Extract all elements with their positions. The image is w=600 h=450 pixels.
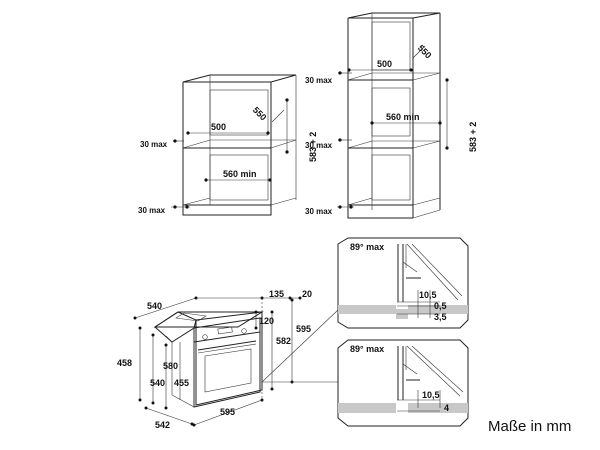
- detail-1-angle: 89° max: [350, 242, 384, 252]
- cabinet-2-depth: 550: [416, 43, 434, 61]
- detail-2-drawing: 89° max 10,5 4: [337, 339, 469, 427]
- cabinet-1-drawing: [182, 74, 297, 216]
- detail-1-drawing: 89° max 10,5 0,5 3,5: [337, 237, 469, 329]
- oven-dim-582: 582: [276, 336, 291, 346]
- oven-dim-540-left: 540: [150, 378, 165, 388]
- cabinet-1-bottom-gap: 30 max: [138, 206, 166, 215]
- detail-2-angle: 89° max: [350, 344, 384, 354]
- oven-dim-540-top: 540: [147, 301, 162, 311]
- cabinet-2-top-gap: 30 max: [305, 76, 333, 85]
- detail-1-dim-3-5: 3,5: [434, 312, 447, 322]
- cabinet-1-width-top: 500: [211, 122, 226, 132]
- detail-2-dim-4: 4: [444, 403, 449, 413]
- oven-dim-580: 580: [163, 361, 178, 371]
- oven-dim-595-right: 595: [296, 324, 311, 334]
- cabinet-1-height: 583 + 2: [308, 132, 318, 162]
- detail-2-dim-10-5: 10,5: [422, 390, 440, 400]
- cabinet-2-height: 583 + 2: [468, 122, 478, 152]
- oven-dim-20: 20: [302, 289, 312, 299]
- oven-drawing: [153, 311, 264, 408]
- oven-dim-458: 458: [117, 358, 132, 368]
- cabinet-2-width-mid: 560 min: [386, 112, 420, 122]
- cabinet-1-top-gap: 30 max: [140, 140, 168, 149]
- cabinet-2-mid-gap: 30 max: [305, 141, 333, 150]
- cabinet-1-dimensions: 500 560 min 550 583 + 2 30 max 30 max: [138, 98, 318, 215]
- cabinet-2-bottom-gap: 30 max: [305, 207, 333, 216]
- detail-1-dim-10-5: 10,5: [419, 290, 437, 300]
- oven-dimensions: 540 135 20 120 595 582 580 458 540 455 5…: [117, 289, 339, 430]
- oven-dim-120: 120: [259, 316, 274, 326]
- detail-1-dim-0-5: 0,5: [434, 301, 447, 311]
- units-caption: Maße in mm: [488, 418, 572, 435]
- oven-dim-135: 135: [269, 289, 284, 299]
- oven-dim-595-bottom: 595: [220, 407, 235, 417]
- cabinet-1-depth: 550: [251, 105, 269, 123]
- oven-dim-455: 455: [174, 378, 189, 388]
- cabinet-2-drawing: [347, 12, 441, 219]
- oven-dim-542: 542: [155, 420, 170, 430]
- cabinet-1-width-bottom: 560 min: [223, 169, 257, 179]
- cabinet-2-width-top: 500: [377, 59, 392, 69]
- cabinet-2-dimensions: 500 560 min 550 583 + 2 30 max 30 max 30…: [305, 43, 478, 216]
